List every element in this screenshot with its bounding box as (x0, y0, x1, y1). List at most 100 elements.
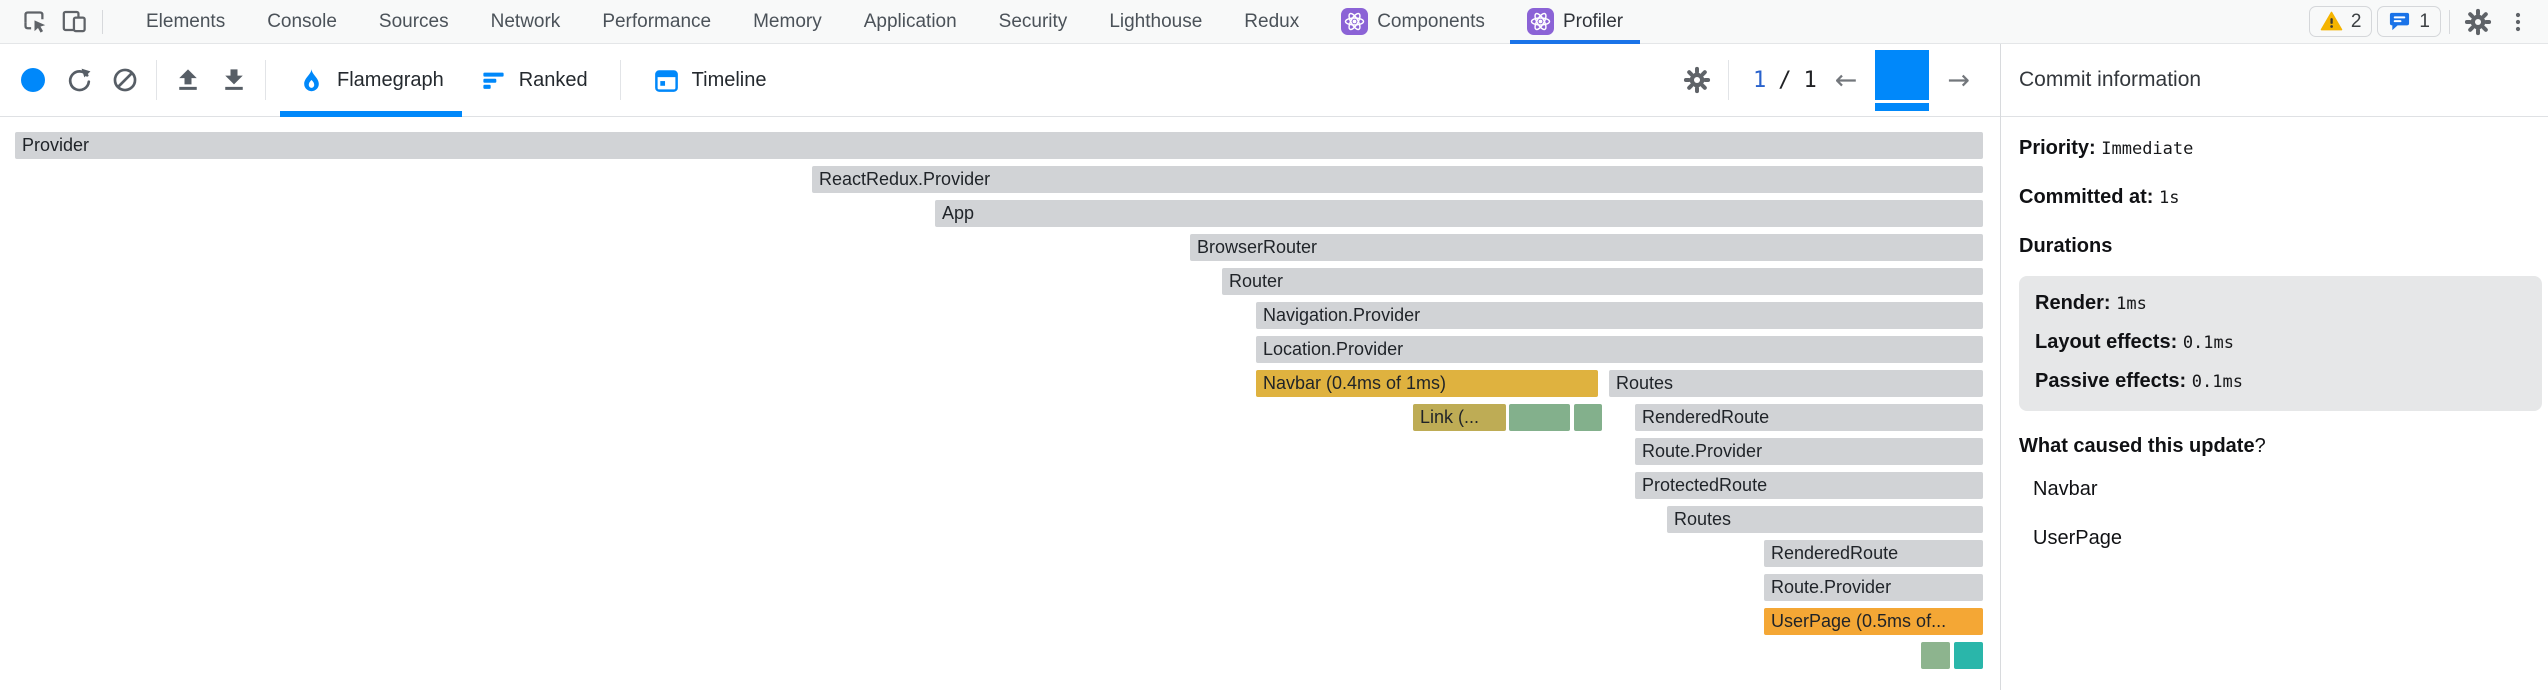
flame-bar-app[interactable]: App (935, 200, 1983, 227)
commit-bar-strip (1875, 102, 1930, 111)
committed-at-label: Committed at: (2019, 186, 2154, 208)
message-bubble-icon (2390, 12, 2410, 31)
settings-gear-icon[interactable] (2458, 2, 2498, 42)
divider (1728, 60, 1729, 100)
flame-bar-provider[interactable]: Provider (15, 132, 1983, 159)
tab-label: Components (1377, 10, 1485, 32)
commit-pagination: 1 / 1 (1753, 68, 1817, 93)
tab-lighthouse[interactable]: Lighthouse (1088, 0, 1223, 44)
flame-bar-renderedroute[interactable]: RenderedRoute (1764, 540, 1983, 567)
reload-icon (68, 68, 91, 92)
kebab-menu-icon[interactable] (2498, 2, 2538, 42)
passive-effects-label: Passive effects: (2035, 370, 2187, 392)
tab-flamegraph[interactable]: Flamegraph (280, 44, 462, 117)
tab-label: Flamegraph (337, 68, 444, 91)
cause-item-userpage[interactable]: UserPage (2033, 527, 2122, 549)
tab-security[interactable]: Security (978, 0, 1089, 44)
tab-components[interactable]: Components (1320, 0, 1506, 44)
tab-elements[interactable]: Elements (125, 0, 246, 44)
tab-label: Sources (378, 10, 449, 32)
commit-bar-block (1875, 49, 1930, 100)
devtools-tabs: Elements Console Sources Network Performance… (125, 0, 1644, 44)
priority-value: Immediate (2101, 139, 2194, 159)
tab-label: Console (267, 10, 337, 32)
flame-bar-reactredux-provider[interactable]: ReactRedux.Provider (812, 166, 1983, 193)
tab-label: Application (863, 10, 957, 32)
commit-information-panel: Commit information Priority: Immediate C… (2000, 44, 2548, 690)
tabbar-right: 2 1 (2308, 2, 2548, 42)
flame-bar-userpage-0-5ms-of[interactable]: UserPage (0.5ms of... (1764, 608, 1983, 635)
render-value: 1ms (2116, 294, 2147, 314)
flame-bar[interactable] (1574, 404, 1602, 431)
device-toolbar-icon[interactable] (54, 2, 94, 42)
tab-ranked[interactable]: Ranked (462, 44, 606, 117)
clear-profiling-button[interactable] (108, 63, 142, 97)
warning-triangle-icon (2320, 11, 2343, 31)
tab-timeline[interactable]: Timeline (635, 44, 785, 117)
flame-bar-router[interactable]: Router (1222, 268, 1983, 295)
cause-item-navbar[interactable]: Navbar (2033, 478, 2098, 500)
tab-network[interactable]: Network (470, 0, 582, 44)
flame-bar-navbar-0-4ms-of-1ms[interactable]: Navbar (0.4ms of 1ms) (1256, 370, 1598, 397)
upload-arrow-icon (179, 69, 197, 90)
layout-effects-label: Layout effects: (2035, 331, 2178, 353)
priority-label: Priority: (2019, 137, 2096, 159)
flame-bar-link[interactable]: Link (... (1413, 404, 1506, 431)
tab-label: Security (998, 10, 1068, 32)
tab-label: Elements (146, 10, 226, 32)
selected-commit-bar[interactable] (1875, 49, 1930, 111)
previous-commit-arrow-icon[interactable]: ← (1834, 64, 1858, 96)
flame-icon (304, 68, 319, 91)
load-profile-button[interactable] (171, 63, 205, 97)
tab-label: Ranked (518, 68, 588, 91)
warnings-badge[interactable]: 2 (2308, 6, 2373, 37)
flame-bar[interactable] (1921, 642, 1950, 669)
save-profile-button[interactable] (217, 63, 251, 97)
committed-at-value: 1s (2159, 188, 2180, 208)
divider (102, 9, 103, 34)
flame-bar-routes[interactable]: Routes (1667, 506, 1983, 533)
issues-badge[interactable]: 1 (2377, 6, 2441, 37)
tab-sources[interactable]: Sources (358, 0, 470, 44)
tab-label: Memory (753, 10, 822, 32)
tab-performance[interactable]: Performance (581, 0, 732, 44)
react-atom-icon (1341, 8, 1369, 35)
layout-effects-value: 0.1ms (2182, 333, 2234, 353)
divider (265, 60, 266, 100)
priority-row: Priority: Immediate (2019, 137, 2531, 160)
tab-console[interactable]: Console (246, 0, 358, 44)
flame-bar-protectedroute[interactable]: ProtectedRoute (1635, 472, 1983, 499)
render-label: Render: (2035, 292, 2111, 314)
layout-effects-row: Layout effects: 0.1ms (2035, 331, 2526, 354)
download-arrow-icon (225, 69, 243, 90)
tab-application[interactable]: Application (843, 0, 978, 44)
divider (619, 60, 621, 100)
tab-redux[interactable]: Redux (1223, 0, 1320, 44)
tab-label: Performance (602, 10, 712, 32)
total-commits-number: 1 (1803, 67, 1817, 93)
tab-memory[interactable]: Memory (732, 0, 843, 44)
what-caused-update-heading: What caused this update? (2019, 435, 2266, 457)
tab-label: Redux (1244, 10, 1300, 32)
flame-bar[interactable] (1954, 642, 1983, 669)
flame-bar-routes[interactable]: Routes (1609, 370, 1983, 397)
timeline-calendar-icon (654, 69, 678, 92)
record-button[interactable] (16, 63, 50, 97)
flame-bar-navigation-provider[interactable]: Navigation.Provider (1256, 302, 1983, 329)
flame-bar-browserrouter[interactable]: BrowserRouter (1190, 234, 1983, 261)
devtools-tabbar: Elements Console Sources Network Performance… (0, 0, 2548, 44)
flame-bar-renderedroute[interactable]: RenderedRoute (1635, 404, 1983, 431)
flame-bar[interactable] (1509, 404, 1570, 431)
inspect-element-icon[interactable] (14, 2, 54, 42)
reload-and-profile-button[interactable] (62, 63, 96, 97)
commit-information-body: Priority: Immediate Committed at: 1s Dur… (2001, 117, 2548, 550)
status-badges: 2 1 (2308, 6, 2441, 37)
profiler-settings-gear-icon[interactable] (1680, 63, 1714, 97)
flame-bar-location-provider[interactable]: Location.Provider (1256, 336, 1983, 363)
flame-bar-route-provider[interactable]: Route.Provider (1635, 438, 1983, 465)
flame-bar-route-provider[interactable]: Route.Provider (1764, 574, 1983, 601)
tab-profiler[interactable]: Profiler (1506, 0, 1644, 44)
tab-label: Profiler (1562, 10, 1624, 32)
next-commit-arrow-icon[interactable]: → (1947, 64, 1970, 96)
question-mark: ? (2254, 435, 2266, 457)
